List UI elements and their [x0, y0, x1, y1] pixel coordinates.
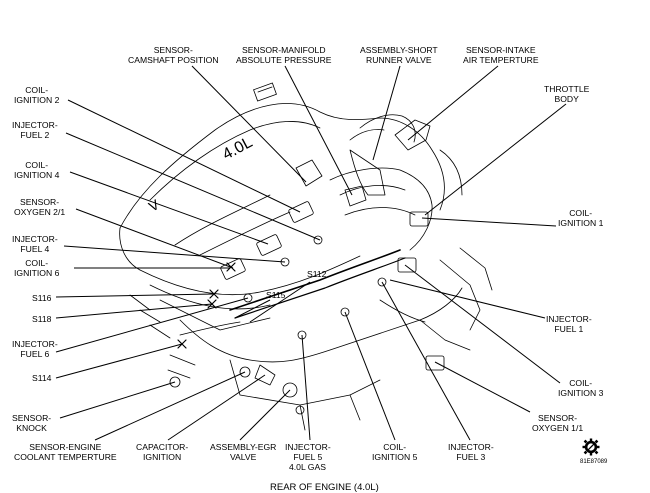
- engine-marking: 4.0L: [220, 134, 256, 164]
- label-coil-ignition-2: COIL-IGNITION 2: [14, 85, 60, 105]
- label-sensor-oxygen-21: SENSOR-OXYGEN 2/1: [14, 197, 66, 217]
- label-coil-ignition-4: COIL-IGNITION 4: [14, 160, 60, 180]
- label-s116: S116: [32, 293, 52, 303]
- label-injector-fuel-2: INJECTOR-FUEL 2: [12, 120, 58, 140]
- svg-text:V: V: [146, 196, 162, 215]
- leader-lines: [55, 65, 567, 441]
- label-coil-ignition-6: COIL-IGNITION 6: [14, 258, 60, 278]
- gear-icon: [582, 438, 600, 456]
- label-sensor-knock: SENSOR-KNOCK: [12, 413, 52, 433]
- figure-code: 81e87089: [580, 459, 608, 465]
- label-injector-fuel-6: INJECTOR-FUEL 6: [12, 339, 58, 359]
- label-injector-fuel-4: INJECTOR-FUEL 4: [12, 234, 58, 254]
- label-coil-ignition-5: COIL-IGNITION 5: [372, 442, 418, 462]
- label-injector-fuel-5: INJECTOR-FUEL 5: [285, 442, 331, 462]
- label-injector-fuel-3: INJECTOR-FUEL 3: [448, 442, 494, 462]
- label-coil-ignition-1: COIL-IGNITION 1: [558, 208, 604, 228]
- label-s112: S112: [307, 269, 327, 279]
- label-sensor-camshaft: SENSOR-CAMSHAFT POSITION: [128, 45, 219, 65]
- label-s118: S118: [32, 314, 52, 324]
- label-coil-ignition-3: COIL-IGNITION 3: [558, 378, 604, 398]
- label-s114: S114: [32, 373, 52, 383]
- engine-type: 4.0L GAS: [289, 462, 326, 472]
- engine-sketch: 4.0L V: [119, 82, 493, 431]
- label-capacitor-ignition: CAPACITOR-IGNITION: [136, 442, 189, 462]
- label-sensor-oxygen-11: SENSOR-OXYGEN 1/1: [532, 413, 584, 433]
- label-injector-fuel-1: INJECTOR-FUEL 1: [546, 314, 592, 334]
- figure-caption: REAR OF ENGINE (4.0L): [270, 482, 379, 493]
- label-s115: S115: [266, 290, 286, 300]
